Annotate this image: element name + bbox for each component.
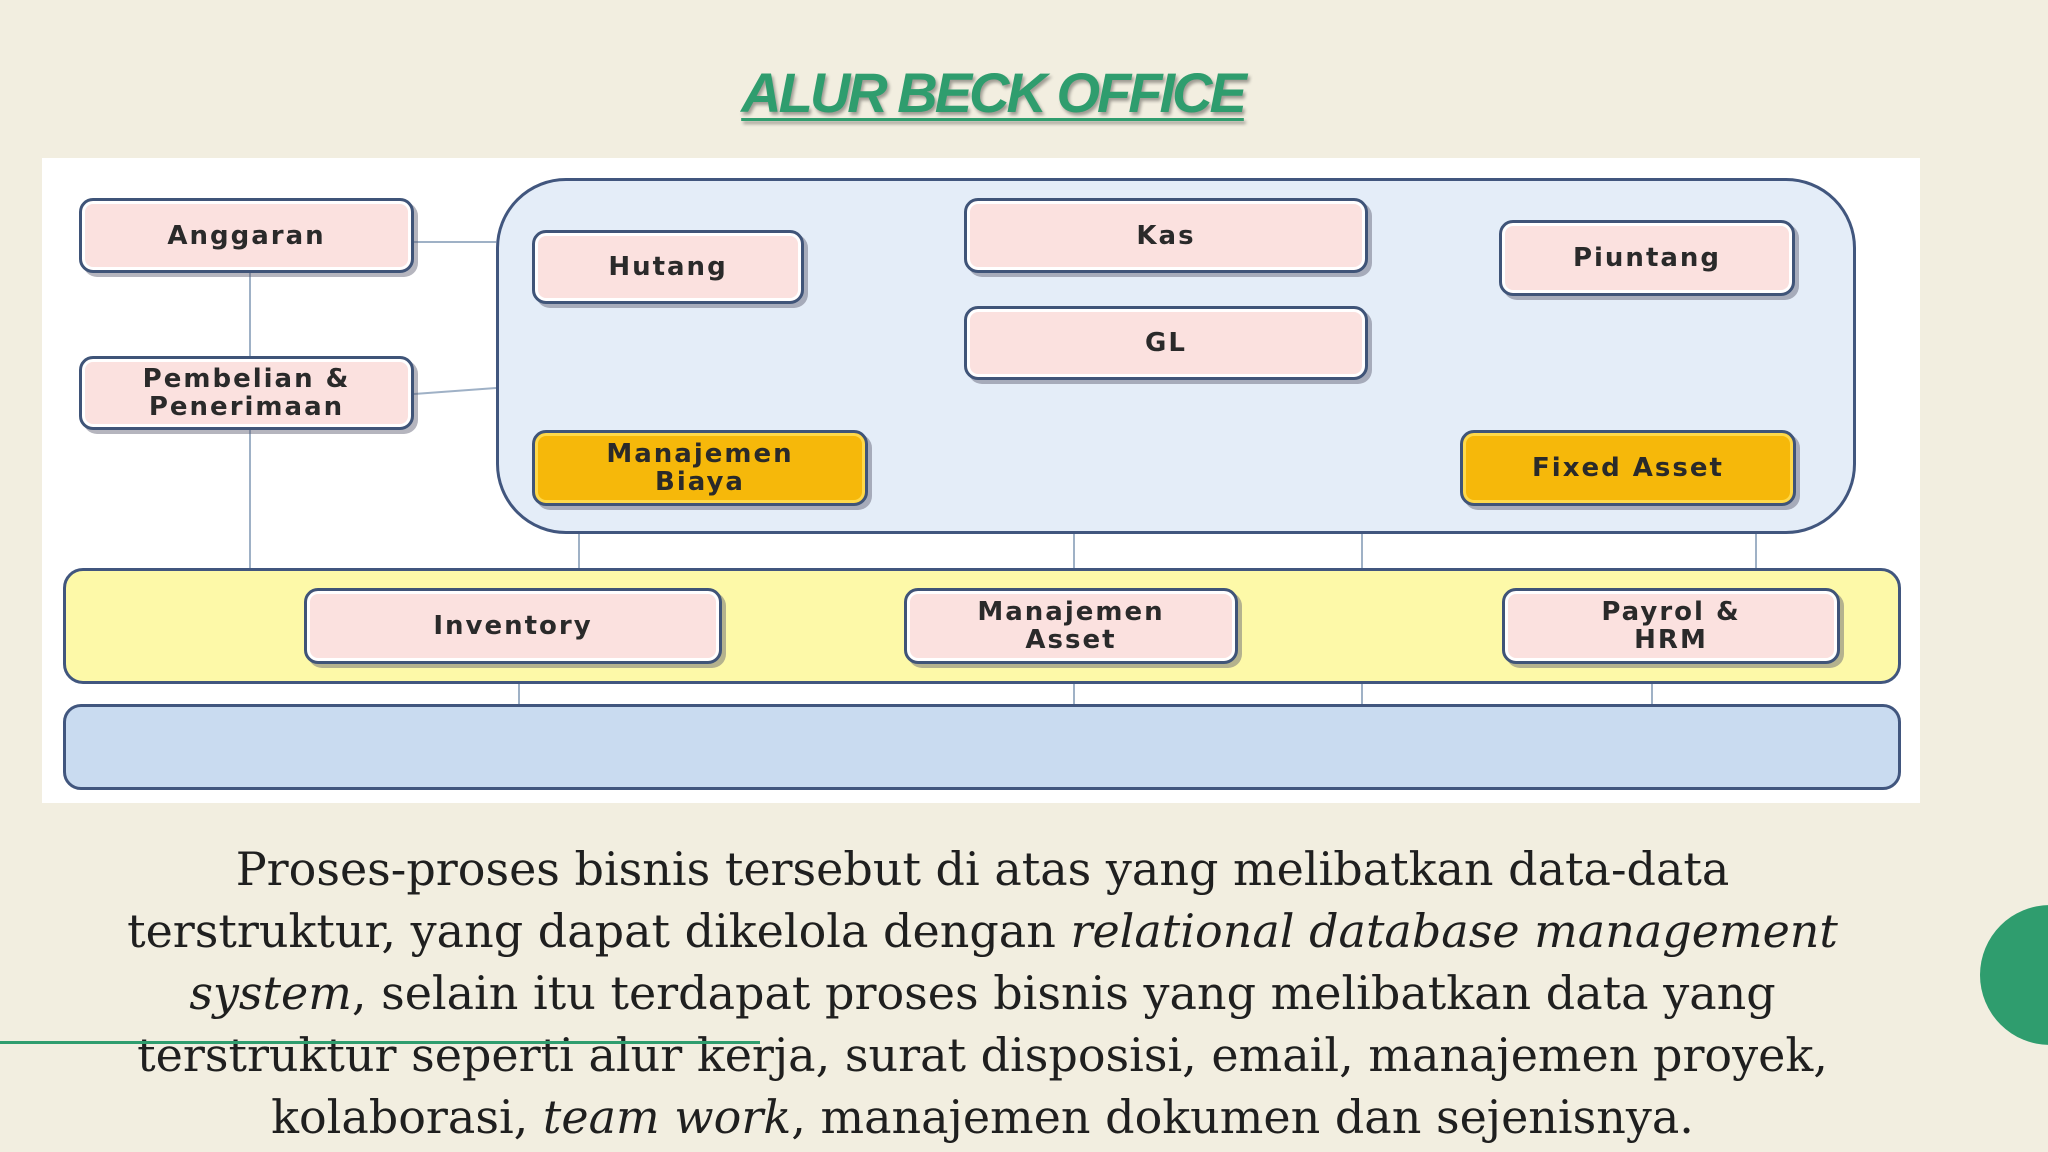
connector-pembelian-core <box>413 387 497 395</box>
inventory-box: Inventory <box>304 588 722 664</box>
paragraph-line-5b: team work <box>542 1090 792 1144</box>
decorative-accent-line <box>0 1041 760 1044</box>
paragraph-line-5c: , manajemen dokumen dan sejenisnya. <box>791 1090 1694 1144</box>
paragraph-line-5a: kolaborasi, <box>271 1090 543 1144</box>
hutang-box: Hutang <box>532 230 804 304</box>
kas-box: Kas <box>964 198 1368 273</box>
gl-box: GL <box>964 306 1368 380</box>
anggaran-box: Anggaran <box>79 198 414 273</box>
database-base-region <box>63 704 1901 790</box>
paragraph-line-4: terstruktur seperti alur kerja, surat di… <box>137 1028 1828 1082</box>
manajemen-biaya-box: Manajemen Biaya <box>532 430 868 506</box>
paragraph-line-3b: , selain itu terdapat proses bisnis yang… <box>351 966 1776 1020</box>
paragraph-line-2b: relational database management <box>1070 904 1838 958</box>
description-paragraph: Proses-proses bisnis tersebut di atas ya… <box>55 838 1910 1148</box>
piuntang-box: Piuntang <box>1499 220 1795 296</box>
paragraph-line-2a: terstruktur, yang dapat dikelola dengan <box>127 904 1071 958</box>
pembelian-penerimaan-box: Pembelian & Penerimaan <box>79 356 414 430</box>
payrol-hrm-box: Payrol & HRM <box>1502 588 1840 664</box>
paragraph-line-3a: system <box>189 966 352 1020</box>
slide-title: ALUR BECK OFFICE <box>741 61 1247 124</box>
decorative-accent-circle <box>1980 905 2048 1045</box>
fixed-asset-box: Fixed Asset <box>1460 430 1796 506</box>
manajemen-asset-box: Manajemen Asset <box>904 588 1238 664</box>
back-office-flow-diagram: Anggaran Pembelian & Penerimaan Hutang K… <box>42 158 1920 803</box>
paragraph-line-1: Proses-proses bisnis tersebut di atas ya… <box>235 842 1730 896</box>
